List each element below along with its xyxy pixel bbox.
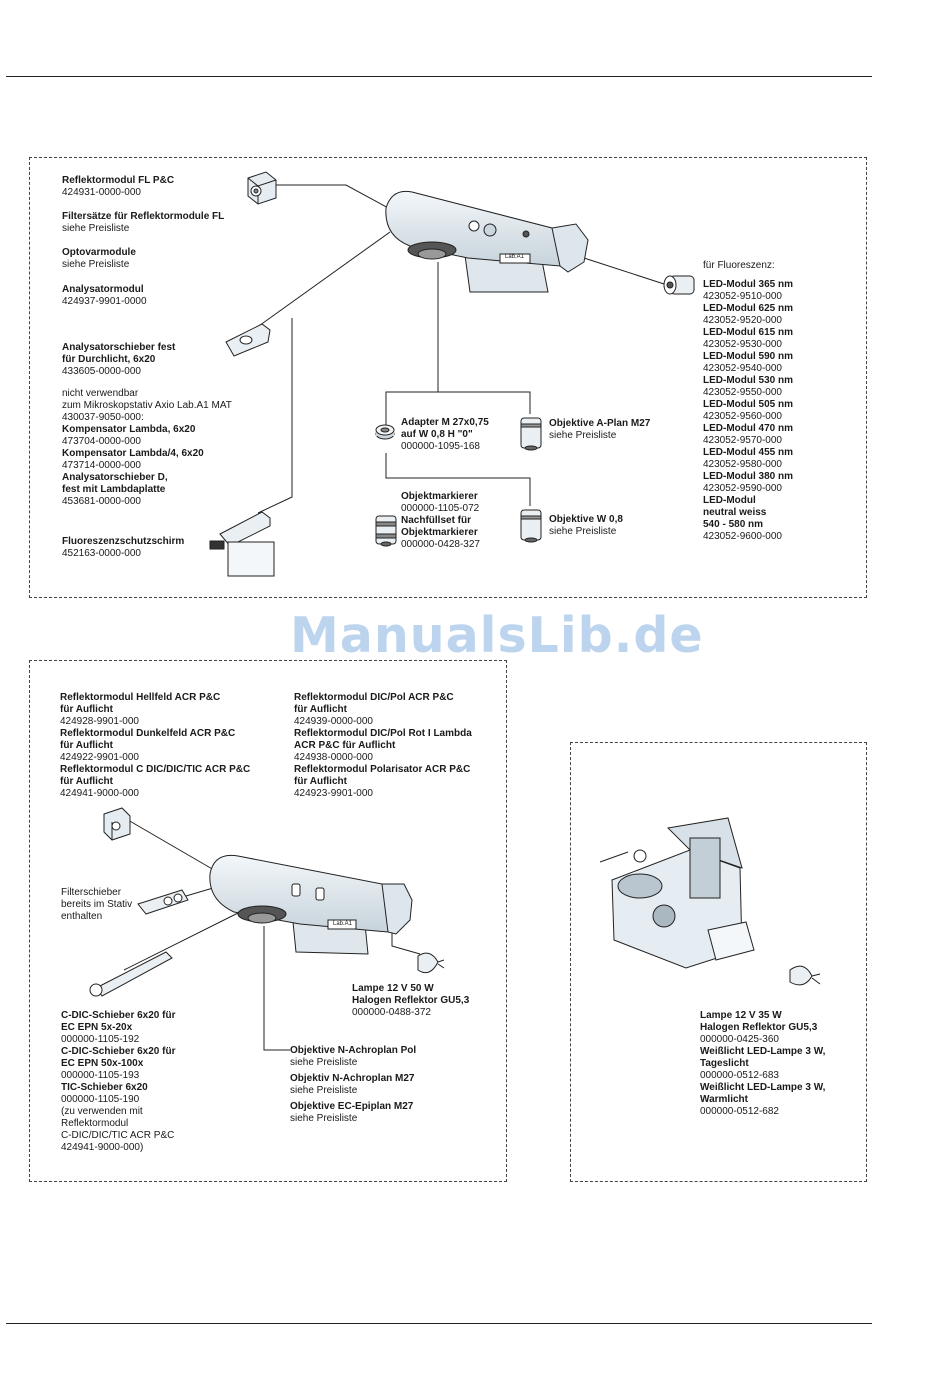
microscope-head-fl-icon [385, 190, 589, 293]
led-module-list: für Fluoreszenz: LED-Modul 365 nm 423052… [703, 260, 794, 542]
lamp-list: Lampe 12 V 35 W Halogen Reflektor GU5,3 … [700, 1010, 826, 1117]
led-module-icon [663, 275, 695, 295]
filter-slider-note: Filterschieber bereits im Stativ enthalt… [61, 887, 133, 922]
fluorescence-shield-icon [209, 511, 275, 577]
microscope-head-reflected-icon [209, 854, 413, 955]
top-rule [6, 76, 872, 77]
object-marker-icon [375, 515, 397, 547]
c-dic-slider-icon [89, 951, 173, 997]
fluorescence-shield-label: Fluoreszenzschutzschirm 452163-0000-000 [62, 536, 185, 559]
optovar-modules-label: Optovarmodule siehe Preisliste [62, 247, 136, 270]
object-marker-label: Objektmarkierer 000000-1105-072 Nachfüll… [401, 491, 480, 550]
analyzer-slider-label: Analysatorschieber fest für Durchlicht, … [62, 342, 176, 377]
fluorescence-accessories-frame [29, 157, 867, 598]
analyzer-module-label: Analysatormodul 424937-9901-0000 [62, 284, 147, 307]
reflector-module-fl-label: Reflektormodul FL P&C 424931-0000-000 [62, 175, 175, 198]
objectives-list: Objektive N-Achroplan Pol siehe Preislis… [290, 1045, 417, 1124]
lamp-50w-label: Lampe 12 V 50 W Halogen Reflektor GU5,3 … [352, 983, 470, 1018]
reflected-light-accessories-frame [29, 660, 507, 1182]
objective-a-plan-label: Objektive A-Plan M27 siehe Preisliste [549, 418, 651, 441]
manualslib-watermark: ManualsLib.de [290, 607, 704, 664]
reflector-module-acr-cube-icon [103, 807, 131, 841]
housing-label-fl: Lab.A1 [505, 254, 525, 260]
lamp-accessories-frame [570, 742, 867, 1182]
objective-a-plan-icon [520, 417, 542, 451]
microscope-stand-icon [599, 817, 821, 986]
halogen-lamp-50w-icon [417, 952, 445, 974]
analyzer-slider-icon [225, 323, 271, 357]
reflector-module-cube-icon [247, 171, 277, 205]
reflector-modules-column-1: Reflektormodul Hellfeld ACR P&C für Aufl… [60, 692, 251, 799]
objective-w-icon [520, 509, 542, 543]
filter-sets-label: Filtersätze für Reflektormodule FL siehe… [62, 211, 225, 234]
adapter-icon [375, 424, 395, 440]
reflector-modules-column-2: Reflektormodul DIC/Pol ACR P&C für Aufli… [294, 692, 472, 799]
dic-slider-list: C-DIC-Schieber 6x20 für EC EPN 5x-20x 00… [61, 1010, 176, 1153]
not-usable-list: nicht verwendbar zum Mikroskopstativ Axi… [62, 388, 232, 507]
adapter-label: Adapter M 27x0,75 auf W 0,8 H "0" 000000… [401, 417, 489, 452]
filter-slider-icon [137, 889, 189, 915]
objective-w-label: Objektive W 0,8 siehe Preisliste [549, 514, 623, 537]
housing-label-reflected: Lab.A1 [333, 921, 353, 927]
bottom-rule [6, 1323, 872, 1324]
